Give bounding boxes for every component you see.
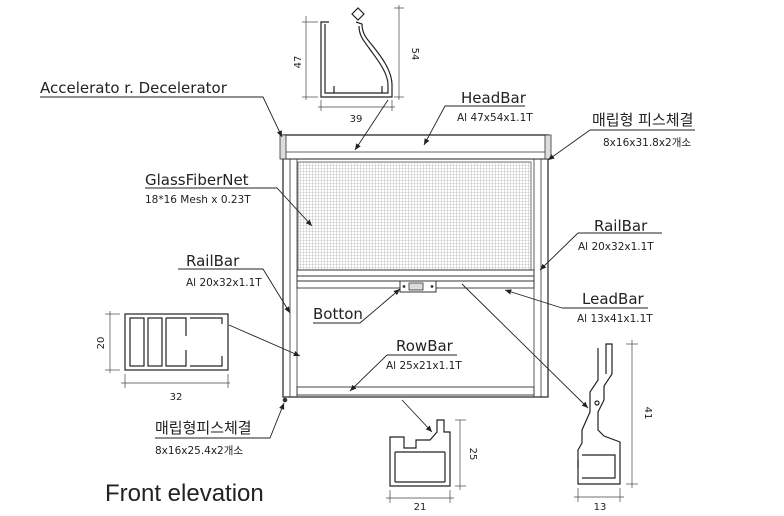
- railbar-dimensions: [105, 311, 230, 388]
- leadbar-height-dim: 41: [642, 407, 653, 420]
- headbar-dimensions: [302, 5, 404, 111]
- headbar-height1-dim: 47: [293, 56, 304, 69]
- railbar-height-dim: 20: [96, 337, 107, 350]
- embed-bottom-spec: 8x16x25.4x2개소: [155, 445, 243, 457]
- leader-lines: [40, 96, 695, 439]
- embed-bottom-title: 매립형피스체결: [155, 419, 252, 437]
- railbar-right-spec: Al 20x32x1.1T: [578, 241, 654, 253]
- front-elevation-caption: Front elevation: [105, 480, 264, 507]
- leadbar-spec: Al 13x41x1.1T: [577, 313, 653, 325]
- leadbar-section: [577, 343, 621, 485]
- botton-handle: [399, 280, 437, 293]
- rowbar-dimensions: [386, 419, 466, 503]
- railbar-width-dim: 32: [170, 392, 183, 403]
- glassfibernet-spec: 18*16 Mesh x 0.23T: [145, 194, 251, 206]
- embed-top-title: 매립형 피스체결: [592, 111, 693, 129]
- rowbar-title: RowBar: [396, 337, 454, 355]
- headbar-section: [320, 7, 393, 98]
- headbar-width-dim: 39: [350, 114, 363, 125]
- leadbar-width-dim: 13: [594, 502, 607, 513]
- railbar-section: [124, 313, 229, 371]
- headbar-height2-dim: 54: [409, 48, 420, 61]
- rowbar-width-dim: 21: [414, 502, 427, 513]
- embed-top-spec: 8x16x31.8x2개소: [603, 137, 691, 149]
- glass-fiber-mesh: [297, 161, 532, 271]
- railbar-left-spec: Al 20x32x1.1T: [186, 277, 262, 289]
- rowbar-spec: Al 25x21x1.1T: [386, 360, 462, 372]
- railbar-right-title: RailBar: [594, 217, 648, 235]
- railbar-left-title: RailBar: [186, 252, 240, 270]
- leadbar-dimensions: [574, 340, 638, 502]
- rowbar-height-dim: 25: [467, 448, 478, 461]
- leadbar-title: LeadBar: [582, 290, 645, 308]
- headbar-title: HeadBar: [461, 89, 527, 107]
- glassfibernet-title: GlassFiberNet: [145, 171, 249, 189]
- headbar-spec: Al 47x54x1.1T: [457, 112, 533, 124]
- botton-label: Botton: [313, 305, 363, 323]
- accelerator-decelerator-label: Accelerato r. Decelerator: [40, 79, 228, 97]
- rowbar-section: [389, 419, 451, 487]
